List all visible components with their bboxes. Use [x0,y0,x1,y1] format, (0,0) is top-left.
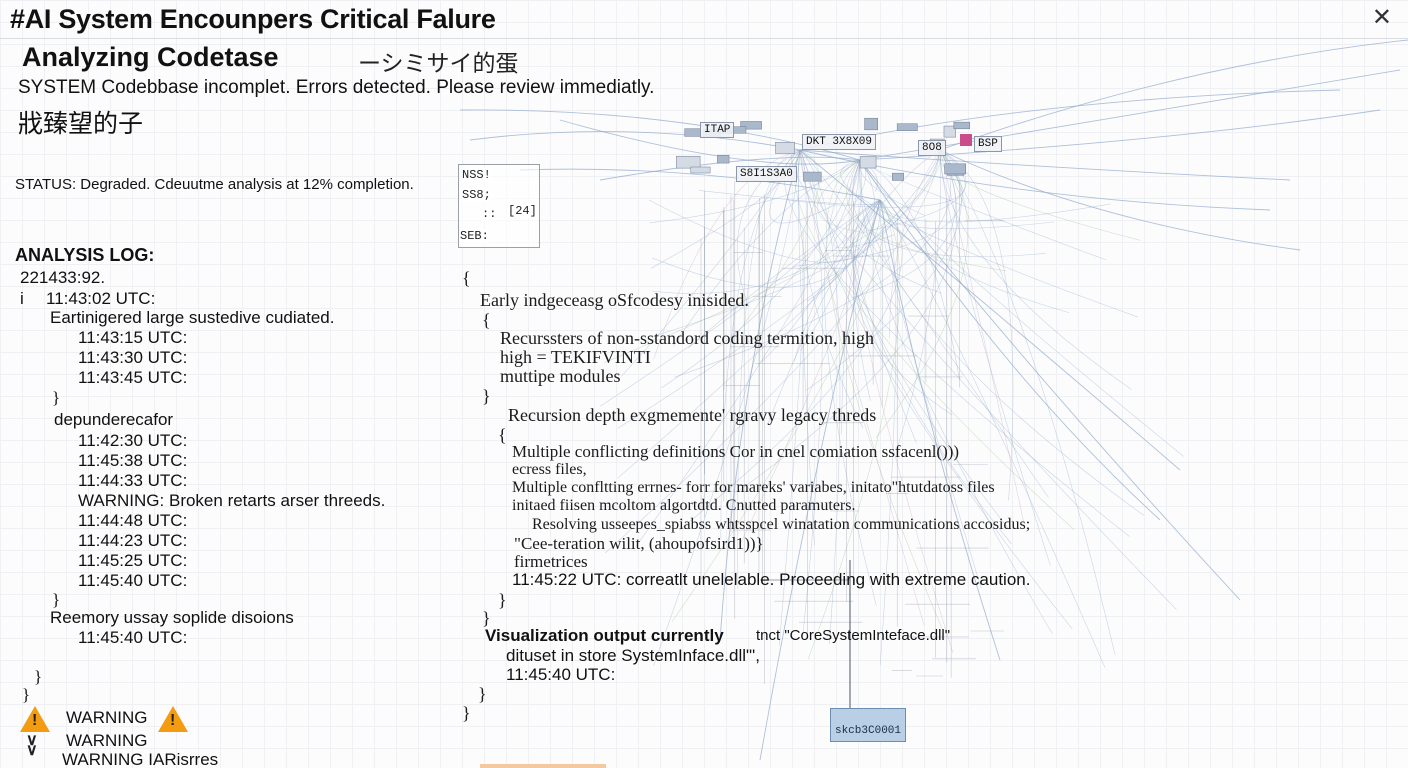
chevron-down-icon: ∨∨ [26,732,38,759]
log-bracket: } [52,388,61,407]
log-line: 11:45:40 UTC: [78,628,188,647]
code-line: firmetrices [514,552,588,571]
code-line: tnct "CoreSystemInteface.dll" [756,627,951,644]
log-line: 11:44:48 UTC: [78,511,188,530]
log-line: 11:43:02 UTC: [46,289,156,308]
log-line: Reemory ussay soplide disoions [50,608,294,627]
graph-node-marker [960,134,972,146]
warning-label: WARNING [66,708,148,727]
log-line: 11:42:30 UTC: [78,431,188,450]
code-line: initaed fiisen mcoltom algortdtd. Cnutte… [512,497,856,514]
title-divider [0,38,1408,39]
analysis-log-heading: ANALYSIS LOG: [15,245,155,265]
code-line: Resolving usseepes_spiabss whtsspcel win… [532,516,1031,533]
log-line: 11:45:38 UTC: [78,451,188,470]
warning-icon: ! [20,706,50,732]
log-gutter-mark: i [20,289,24,308]
section-subtitle: Analyzing Codetase [22,42,279,72]
code-line: Multiple confltting errnes- forr for mar… [512,479,995,496]
visualization-output-label: Visualization output currently [485,626,724,645]
code-line: muttipe modules [500,366,621,386]
log-line: 11:43:30 UTC: [78,348,188,367]
log-bracket: } [34,667,43,686]
warning-icon: ! [158,706,188,732]
system-message: SYSTEM Codebbase incomplet. Errors detec… [18,77,655,98]
graph-node: 8O8 [918,140,946,156]
code-line: Recursion depth exgmemente' rgravy legac… [508,405,877,425]
graph-node: BSP [974,136,1002,152]
code-line: { [498,425,507,445]
code-line: } [498,590,507,610]
log-line: 11:45:40 UTC: [78,571,188,590]
log-line: 11:43:15 UTC: [78,328,188,347]
side-tag: SS8; [462,188,491,202]
log-line: Eartinigered large sustedive cudiated. [50,308,335,327]
log-line: 11:44:33 UTC: [78,471,188,490]
code-line: "Cee-teration wilit, (ahoupofsird1))} [514,534,764,553]
log-warning-line: WARNING: Broken retarts arser threeds. [78,491,386,510]
code-line: Multiple conflicting definitions Cor in … [512,442,960,461]
side-tag: :: [482,207,497,221]
log-line: 11:43:45 UTC: [78,368,188,387]
code-line: Early indgeceasg oSfcodesy inisided. [480,290,749,310]
code-line: Recurssters of non-sstandord coding term… [500,328,874,348]
code-line: high = TEKIFVINTI [500,347,651,367]
code-line: 11:45:22 UTC: correatlt unelelable. Proc… [512,570,1031,589]
status-text: STATUS: Degraded. Cdeuutme analysis at 1… [15,176,414,193]
graph-node: ITAP [700,122,735,138]
cjk-text-line: 戕臻望的子 [18,109,144,138]
log-bracket: } [22,685,31,704]
code-line: } [462,703,471,723]
graph-node: S8I1S3A0 [736,166,797,182]
code-line: { [462,268,471,288]
code-line: dituset in store SystemInface.dll"', [506,646,761,665]
log-line: 221433:92. [20,268,106,287]
log-line: 11:44:23 UTC: [78,531,188,550]
log-bracket: } [52,590,61,609]
side-tag: [24] [508,204,537,218]
code-line: 11:45:40 UTC: [506,665,616,684]
warning-label: WARNING IARisrres [62,750,219,768]
close-icon[interactable]: ✕ [1371,4,1392,31]
warning-label: WARNING [66,731,148,750]
log-line: 11:45:25 UTC: [78,551,188,570]
subtitle-japanese-text: ーシミサイ的蛋 [358,51,519,77]
code-line: { [482,310,491,330]
side-tag: SEB: [460,229,489,243]
code-line: } [482,608,491,628]
graph-node-box: skcb3C0001 [830,708,906,742]
graph-node: DKT 3X8X09 [802,134,877,150]
log-line: depunderecafor [54,410,174,429]
code-line: ecress files, [512,461,587,478]
code-line: } [478,684,487,704]
window-title: #AI System Encounpers Critical Falure [10,4,496,34]
code-line: } [482,386,491,406]
status-strip [480,764,606,768]
side-tag: NSS! [462,168,491,182]
